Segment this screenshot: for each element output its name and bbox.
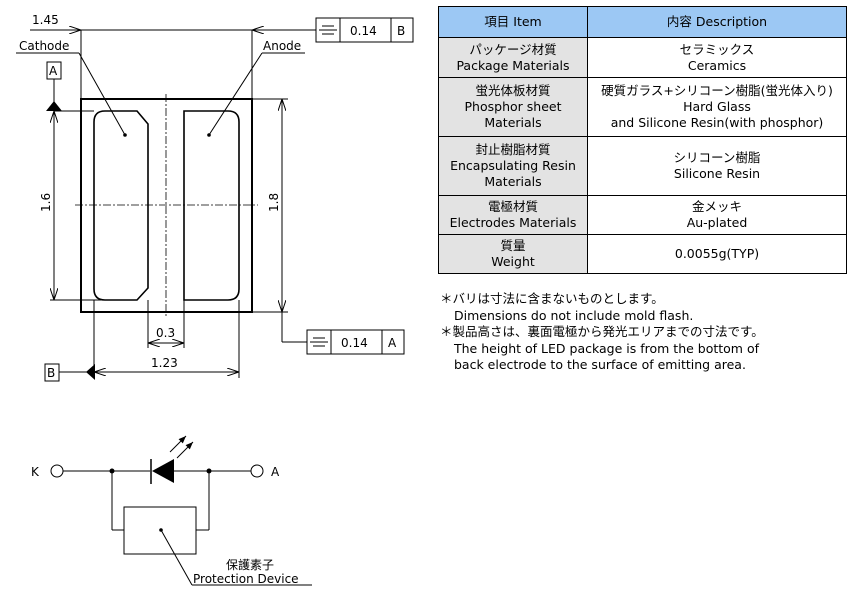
protection-label-en: Protection Device bbox=[193, 572, 299, 586]
symmetry-icon bbox=[310, 337, 328, 347]
item-cell: 質量 Weight bbox=[438, 234, 588, 274]
anode-pad bbox=[183, 110, 240, 301]
table-header-row: 項目 Item 内容 Description bbox=[438, 6, 847, 38]
tolerance-frame-bottom: 0.14 A bbox=[281, 312, 405, 355]
description-jp: シリコーン樹脂 bbox=[673, 150, 761, 165]
note-2-en-line-2: back electrode to the surface of emittin… bbox=[454, 357, 746, 372]
table-row: 質量 Weight 0.0055g(TYP) bbox=[438, 234, 847, 274]
cathode-label-group: Cathode bbox=[16, 39, 127, 137]
description-cell: シリコーン樹脂 Silicone Resin bbox=[587, 136, 847, 196]
description-cell: 0.0055g(TYP) bbox=[587, 234, 847, 274]
table-row: 蛍光体板材質 Phosphor sheet Materials 硬質ガラス+シリ… bbox=[438, 77, 847, 137]
dimension-pad-gap: 0.3 bbox=[147, 300, 185, 348]
protection-label-jp: 保護素子 bbox=[226, 557, 274, 572]
item-en: Materials bbox=[484, 115, 542, 130]
column-header-description: 内容 Description bbox=[587, 6, 847, 38]
materials-table: 項目 Item 内容 Description パッケージ材質 Package M… bbox=[438, 6, 847, 274]
item-jp: 蛍光体板材質 bbox=[475, 83, 551, 98]
description-en: Ceramics bbox=[687, 57, 747, 73]
dimension-pad-height: 1.6 bbox=[39, 110, 105, 301]
description-en: Hard Glass bbox=[683, 99, 751, 114]
datum-a: A bbox=[46, 61, 62, 111]
symmetry-icon bbox=[319, 25, 337, 35]
dimension-label-0-3: 0.3 bbox=[156, 326, 175, 340]
dimension-label-1-6: 1.6 bbox=[39, 193, 53, 212]
dimension-label-1-8: 1.8 bbox=[267, 193, 281, 212]
description-cell: 硬質ガラス+シリコーン樹脂(蛍光体入り) Hard Glass and Sili… bbox=[587, 77, 847, 137]
description-en: Au-plated bbox=[686, 215, 748, 230]
table-row: パッケージ材質 Package Materials セラミックス Ceramic… bbox=[438, 37, 847, 78]
anode-label: Anode bbox=[263, 39, 301, 53]
anode-label-group: Anode bbox=[207, 39, 305, 137]
description-jp: セラミックス bbox=[679, 41, 755, 57]
note-1-jp: ＊バリは寸法に含まないものとします。 bbox=[440, 291, 664, 306]
note-1-en: Dimensions do not include mold flash. bbox=[454, 307, 694, 323]
description-jp: 硬質ガラス+シリコーン樹脂(蛍光体入り) bbox=[601, 83, 833, 98]
item-cell: 電極材質 Electrodes Materials bbox=[438, 195, 588, 235]
table-row: 封止樹脂材質 Encapsulating Resin Materials シリコ… bbox=[438, 136, 847, 196]
package-outline bbox=[80, 98, 253, 313]
description-cell: 金メッキ Au-plated bbox=[587, 195, 847, 235]
terminal-k-label: K bbox=[31, 465, 40, 479]
terminal-k bbox=[50, 464, 64, 478]
dimension-label-1-23: 1.23 bbox=[151, 356, 178, 370]
terminal-a bbox=[250, 464, 264, 478]
datum-b: B bbox=[44, 363, 95, 382]
dimension-label-1-45: 1.45 bbox=[32, 13, 59, 27]
table-row: 電極材質 Electrodes Materials 金メッキ Au-plated bbox=[438, 195, 847, 235]
tolerance-datum: A bbox=[388, 336, 397, 350]
item-jp: 電極材質 bbox=[487, 199, 538, 214]
item-cell: 封止樹脂材質 Encapsulating Resin Materials bbox=[438, 136, 588, 196]
description-jp: 金メッキ bbox=[691, 199, 742, 214]
led-diode-icon bbox=[150, 435, 194, 484]
terminal-a-label: A bbox=[271, 465, 280, 479]
circuit-schematic: K A 保護素子 Protection Device bbox=[31, 435, 312, 586]
description-cell: セラミックス Ceramics bbox=[587, 37, 847, 78]
item-cell: パッケージ材質 Package Materials bbox=[438, 37, 588, 78]
item-en: Weight bbox=[491, 254, 535, 269]
tolerance-datum: B bbox=[397, 24, 405, 38]
item-en: Electrodes Materials bbox=[449, 215, 577, 230]
description-value: 0.0055g(TYP) bbox=[674, 246, 760, 261]
item-jp: パッケージ材質 bbox=[469, 41, 557, 57]
item-cell: 蛍光体板材質 Phosphor sheet Materials bbox=[438, 77, 588, 137]
tolerance-frame-top: 0.14 B bbox=[315, 17, 414, 43]
tolerance-value: 0.14 bbox=[341, 336, 368, 350]
description-en: Silicone Resin bbox=[673, 166, 761, 181]
item-jp: 質量 bbox=[500, 238, 526, 253]
item-en: Package Materials bbox=[456, 57, 570, 73]
tolerance-value: 0.14 bbox=[350, 24, 377, 38]
column-header-item: 項目 Item bbox=[438, 6, 588, 38]
description-en: and Silicone Resin(with phosphor) bbox=[610, 115, 824, 130]
dimension-overall-width: 1.45 bbox=[30, 13, 316, 100]
item-jp: 封止樹脂材質 bbox=[475, 142, 551, 157]
note-2-en-line-1: The height of LED package is from the bo… bbox=[454, 340, 760, 356]
cathode-pad bbox=[93, 110, 149, 301]
item-en: Encapsulating Resin bbox=[450, 158, 576, 173]
note-2-jp: ＊製品高さは、裏面電極から発光エリアまでの寸法です。 bbox=[440, 324, 764, 339]
item-en: Materials bbox=[484, 174, 542, 189]
datum-b-label: B bbox=[47, 366, 55, 380]
cathode-label: Cathode bbox=[19, 39, 69, 53]
item-en: Phosphor sheet bbox=[464, 99, 562, 114]
datum-a-label: A bbox=[49, 64, 58, 78]
dimension-overall-height: 1.8 bbox=[252, 98, 288, 313]
footnotes: ＊バリは寸法に含まないものとします。 Dimensions do not inc… bbox=[440, 291, 764, 374]
